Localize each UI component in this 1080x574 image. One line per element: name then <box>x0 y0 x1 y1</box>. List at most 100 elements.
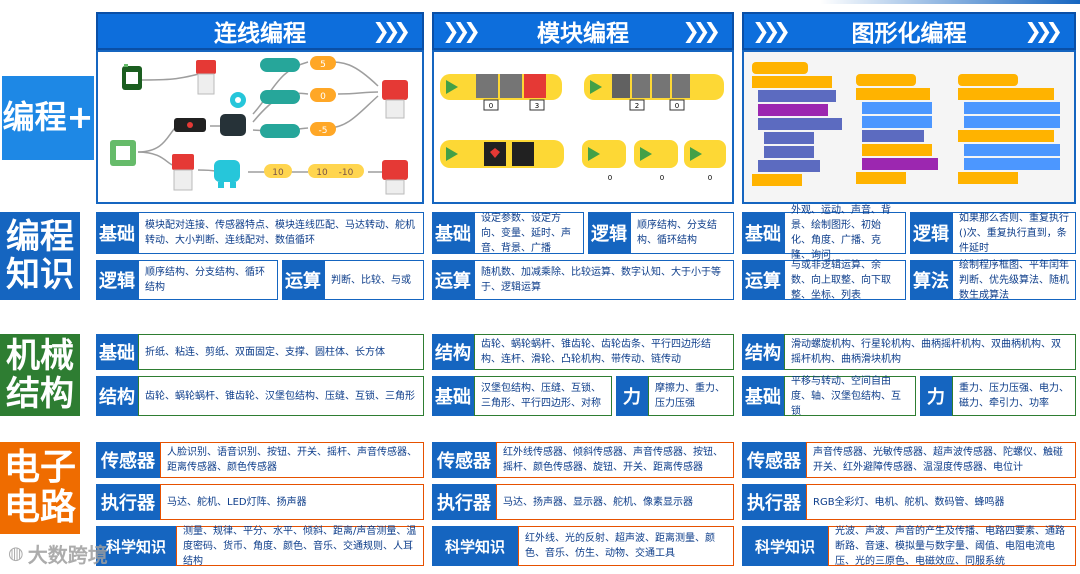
mechanics-label: 力 <box>616 376 648 416</box>
category-mechanics: 机械结构 <box>0 334 80 416</box>
compare-nodes <box>260 58 300 138</box>
block-value: 0 <box>675 102 679 110</box>
wire-value: -10 <box>339 168 354 178</box>
chevron-right-icon: ❯❯❯ <box>372 19 411 43</box>
circuits-label: 执行器 <box>96 484 160 520</box>
wire-value: 10 <box>272 168 284 178</box>
orange-value-nodes: 5 0 -5 10 10 -10 <box>264 56 364 178</box>
wire-value: 5 <box>320 60 326 70</box>
column-title-block: 模块编程 <box>537 21 629 47</box>
knowledge-label: 基础 <box>96 212 138 254</box>
knowledge-text: 外观、运动、声音、背景、绘制图形、初始化、角度、广播、克隆、询问 <box>784 205 906 261</box>
knowledge-text: 顺序结构、分支结构、循环结构 <box>630 212 734 254</box>
block-value: 2 <box>635 102 639 110</box>
watermark: ◍ 大数跨境 <box>8 538 168 568</box>
chevron-right-icon: ❯❯❯ <box>682 19 721 43</box>
knowledge-label: 基础 <box>432 212 474 254</box>
wire-value: 10 <box>316 168 328 178</box>
category-programming-label: 编程+ <box>2 98 94 137</box>
block-programming-illustration: 0 3 2 0 0 0 0 <box>432 50 734 204</box>
knowledge-label: 运算 <box>282 260 324 300</box>
block-program-row: 0 0 0 <box>582 140 726 182</box>
circuits-label: 科学知识 <box>96 526 176 566</box>
category-mechanics-label: 机械结构 <box>6 335 74 414</box>
circuits-text: 马达、舵机、LED灯阵、扬声器 <box>160 484 424 520</box>
circuits-text: 红外线、光的反射、超声波、距离测量、颜色、音乐、仿生、动物、交通工具 <box>518 526 734 566</box>
knowledge-text: 如果那么否则、重复执行()次、重复执行直到，条件延时 <box>952 212 1076 254</box>
wire-programming-illustration: 5 0 -5 10 10 -10 <box>96 50 424 204</box>
mechanics-label: 结构 <box>96 376 138 416</box>
green-node-icon <box>110 140 136 166</box>
mechanics-text: 汉堡包结构、压缝、互锁、三角形、平行四边形、对称 <box>474 376 612 416</box>
circuits-label: 传感器 <box>432 442 496 478</box>
wire-value: -5 <box>319 126 328 136</box>
circuits-label: 科学知识 <box>432 526 518 566</box>
circuits-text: 马达、扬声器、显示器、舵机、像素显示器 <box>496 484 734 520</box>
circuits-label: 执行器 <box>742 484 806 520</box>
circuits-text: 人脸识别、语音识别、按钮、开关、摇杆、声音传感器、距离传感器、颜色传感器 <box>160 442 424 478</box>
knowledge-text: 顺序结构、分支结构、循环结构 <box>138 260 278 300</box>
knowledge-label: 逻辑 <box>96 260 138 300</box>
knowledge-text: 模块配对连接、传感器特点、模块连线匹配、马达转动、舵机转动、大小判断、连线配对、… <box>138 212 424 254</box>
knowledge-text: 绘制程序框图、平年闰年判断、优先级算法、随机数生成算法 <box>952 260 1076 301</box>
circuits-label: 传感器 <box>742 442 806 478</box>
graphic-programming-illustration <box>742 50 1076 204</box>
category-circuits: 电子电路 <box>0 442 80 534</box>
knowledge-text: 随机数、加减乘除、比较运算、数字认知、大于小于等于、逻辑运算 <box>474 260 734 300</box>
knowledge-label: 运算 <box>432 260 474 300</box>
category-knowledge-label: 编程知识 <box>6 216 74 295</box>
block-value: 0 <box>660 174 664 182</box>
category-programming: 编程+ <box>2 76 94 160</box>
chevron-right-icon: ❯❯❯ <box>1024 19 1063 43</box>
block-value: 0 <box>608 174 612 182</box>
red-robot-icon <box>172 154 194 191</box>
mechanics-label: 基础 <box>432 376 474 416</box>
knowledge-label: 算法 <box>910 260 952 300</box>
mechanics-label: 结构 <box>432 334 474 370</box>
circuits-label: 科学知识 <box>742 526 828 566</box>
mechanics-text: 滑动螺旋机构、行星轮机构、曲柄摇杆机构、双曲柄机构、双摇杆机构、曲柄滑块机构 <box>784 334 1076 370</box>
eye-sensor-icon <box>220 92 246 136</box>
mechanics-text: 重力、压力压强、电力、磁力、牵引力、功率 <box>952 376 1076 416</box>
knowledge-label: 逻辑 <box>588 212 630 254</box>
logo-icon: ◍ <box>8 542 24 564</box>
category-knowledge: 编程知识 <box>0 212 80 300</box>
block-value: 0 <box>708 174 712 182</box>
mechanics-label: 基础 <box>742 376 784 416</box>
circuits-text: 声音传感器、光敏传感器、超声波传感器、陀螺仪、触碰开关、红外避障传感器、温湿度传… <box>806 442 1076 478</box>
circuits-text: 测量、规律、平分、水平、倾斜、距离/声音测量、温度密码、货币、角度、颜色、音乐、… <box>176 526 424 567</box>
blue-motor-icon <box>214 160 240 188</box>
circuits-text: RGB全彩灯、电机、舵机、数码管、蜂鸣器 <box>806 484 1076 520</box>
green-node-icon <box>122 64 142 90</box>
chevron-right-icon: ❯❯❯ <box>752 19 791 43</box>
block-program-row: 2 0 <box>584 74 724 111</box>
block-program-row <box>440 140 564 168</box>
circuits-label: 执行器 <box>432 484 496 520</box>
column-header-block: ❯❯❯ 模块编程 ❯❯❯ <box>432 12 734 50</box>
circuits-text: 红外线传感器、倾斜传感器、声音传感器、按钮、摇杆、颜色传感器、旋钮、开关、距离传… <box>496 442 734 478</box>
column-header-wire: 连线编程 ❯❯❯ <box>96 12 424 50</box>
red-robot-icon <box>382 80 408 195</box>
mechanics-text: 折纸、粘连、剪纸、双面固定、支撑、圆柱体、长方体 <box>138 334 424 370</box>
block-value: 0 <box>489 102 493 110</box>
mechanics-text: 齿轮、蜗轮蜗杆、锥齿轮、汉堡包结构、压缝、互锁、三角形 <box>138 376 424 416</box>
knowledge-text: 设定参数、设定方向、变量、延时、声音、背景、广播 <box>474 212 584 254</box>
mechanics-label: 结构 <box>742 334 784 370</box>
chevron-right-icon: ❯❯❯ <box>442 19 481 43</box>
knowledge-text: 判断、比较、与或 <box>324 260 424 300</box>
script-stack <box>856 74 938 184</box>
block-value: 3 <box>535 102 539 110</box>
knowledge-label: 运算 <box>742 260 784 300</box>
knowledge-label: 基础 <box>742 212 784 254</box>
knowledge-text: 与或非逻辑运算、余数、向上取整、向下取整、坐标、列表 <box>784 260 906 301</box>
red-robot-icon <box>196 60 216 95</box>
circuits-label: 传感器 <box>96 442 160 478</box>
mechanics-text: 平移与转动、空间自由度、轴、汉堡包结构、互锁 <box>784 376 916 417</box>
mechanics-label: 力 <box>920 376 952 416</box>
circuits-text: 光波、声波、声音的产生及传播、电路四要素、通路断路、音速、模拟量与数字量、阈值、… <box>828 526 1076 567</box>
category-circuits-label: 电子电路 <box>3 446 76 528</box>
column-title-graphic: 图形化编程 <box>851 21 967 47</box>
script-stack <box>958 74 1060 184</box>
mechanics-text: 摩擦力、重力、压力压强 <box>648 376 734 416</box>
top-accent-line <box>820 0 1080 4</box>
